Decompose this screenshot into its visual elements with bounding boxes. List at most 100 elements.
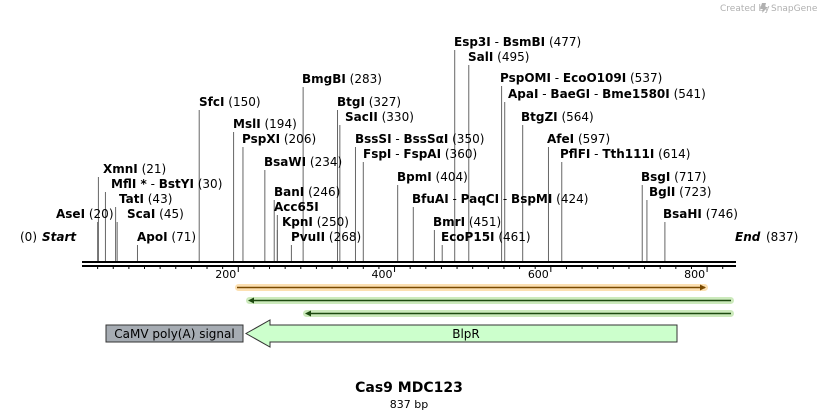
site-label: XmnI (21) [103, 162, 166, 176]
site-sali[interactable]: SalI (495) [468, 50, 529, 261]
site-label: MflI * - BstYI (30) [111, 177, 222, 191]
site-bsssi[interactable]: BssSI - BssSαI (350) [354, 132, 484, 261]
site-name: AfeI [547, 132, 574, 146]
site-bsgi[interactable]: BsgI (717) [641, 170, 706, 261]
site-name: FspI [363, 147, 391, 161]
site-name: BspMI [511, 192, 552, 206]
site-bfuai[interactable]: BfuAI - PaqCI - BspMI (424) [412, 192, 588, 261]
restriction-sites: Esp3I - BsmBI (477)SalI (495) PspOMI - Ec… [56, 35, 738, 261]
site-asei[interactable]: AseI (20) [56, 207, 114, 261]
orf-reverse-1-arrow-icon [248, 297, 254, 304]
site-label: EcoP15I (461) [441, 230, 531, 244]
site-name: BtgI [337, 95, 365, 109]
site-name: SalI [468, 50, 493, 64]
site-mfli[interactable]: MflI * - BstYI (30) [104, 177, 222, 261]
site-label: BsaWI (234) [264, 155, 342, 169]
site-position: (43) [144, 192, 172, 206]
site-label: AseI (20) [56, 207, 114, 221]
site-position: (194) [261, 117, 297, 131]
site-name: ApoI [137, 230, 168, 244]
site-afei[interactable]: AfeI (597) [547, 132, 610, 261]
site-position: (206) [280, 132, 316, 146]
site-label: SalI (495) [468, 50, 529, 64]
site-position: (268) [325, 230, 361, 244]
site-sfci[interactable]: SfcI (150) [198, 95, 261, 261]
site-name: Tth111I [602, 147, 654, 161]
site-name: BmgBI [302, 72, 346, 86]
backbone [82, 261, 736, 267]
site-name: TatI [119, 192, 144, 206]
feature-camv-polya-label: CaMV poly(A) signal [114, 327, 234, 341]
site-bani[interactable]: BanI (246) [273, 185, 340, 261]
site-position: (330) [378, 110, 414, 124]
site-position: (451) [465, 215, 501, 229]
site-label: BfuAI - PaqCI - BspMI (424) [412, 192, 588, 206]
site-pspomi[interactable]: PspOMI - EcoO109I (537) [500, 71, 662, 261]
site-name: SacII [345, 110, 378, 124]
site-position: (327) [365, 95, 401, 109]
site-label: Esp3I - BsmBI (477) [454, 35, 581, 49]
site-position: (564) [558, 110, 594, 124]
credit-prefix: Created by [720, 4, 770, 14]
site-position: (234) [306, 155, 342, 169]
site-position: (717) [670, 170, 706, 184]
site-bgli[interactable]: BglI (723) [646, 185, 711, 261]
site-position: (20) [85, 207, 113, 221]
site-ecop15i[interactable]: EcoP15I (461) [441, 230, 531, 261]
feature-blpr-label: BlpR [452, 327, 480, 341]
snapgene-logo-icon [760, 3, 768, 13]
site-label: ScaI (45) [127, 207, 184, 221]
site-name: BstYI [159, 177, 194, 191]
map-subtitle: 837 bp [390, 398, 428, 411]
feature-blpr[interactable]: BlpR [244, 319, 678, 348]
orf-tracks [235, 284, 734, 317]
feature-camv-polya-box [105, 324, 244, 343]
site-bmri[interactable]: BmrI (451) [433, 215, 501, 261]
site-bsahi[interactable]: BsaHI (746) [663, 207, 738, 261]
start-label: Start [42, 230, 77, 244]
site-fspi[interactable]: FspI - FspAI (360) [362, 147, 477, 261]
site-name: BtgZI [521, 110, 558, 124]
site-position: (404) [432, 170, 468, 184]
site-name: BaeGI [550, 87, 590, 101]
site-pspxi[interactable]: PspXI (206) [242, 132, 316, 261]
site-name: EcoP15I [441, 230, 495, 244]
site-name: Acc65I [274, 200, 319, 214]
site-kpni[interactable]: KpnI (250) [276, 215, 349, 261]
site-label: ApaI - BaeGI - Bme1580I (541) [508, 87, 706, 101]
feature-camv-polya[interactable]: CaMV poly(A) signal [105, 324, 244, 343]
site-pflfi[interactable]: PflFI - Tth111I (614) [560, 147, 690, 261]
start-pos: (0) [20, 230, 37, 244]
site-position: (246) [304, 185, 340, 199]
site-pvuii[interactable]: PvuII (268) [290, 230, 361, 261]
site-name: XmnI [103, 162, 138, 176]
site-name: Bme1580I [602, 87, 670, 101]
site-bsawi[interactable]: BsaWI (234) [264, 155, 342, 261]
site-name: PflFI [560, 147, 590, 161]
site-sacii[interactable]: SacII (330) [339, 110, 414, 261]
site-scai[interactable]: ScaI (45) [116, 207, 184, 261]
site-name: PspOMI [500, 71, 551, 85]
site-label: SacII (330) [345, 110, 414, 124]
site-position: (71) [168, 230, 196, 244]
site-position: (597) [574, 132, 610, 146]
site-name: FspAI [403, 147, 441, 161]
site-bpmi[interactable]: BpmI (404) [397, 170, 468, 261]
site-label: BsgI (717) [641, 170, 706, 184]
site-tati[interactable]: TatI (43) [115, 192, 173, 261]
site-apai[interactable]: ApaI - BaeGI - Bme1580I (541) [504, 87, 706, 261]
site-label: PspXI (206) [242, 132, 316, 146]
site-apoi[interactable]: ApoI (71) [136, 230, 196, 261]
site-bmgbi[interactable]: BmgBI (283) [302, 72, 382, 261]
site-position: (746) [702, 207, 738, 221]
site-position: (495) [493, 50, 529, 64]
site-xmni[interactable]: XmnI (21) [97, 162, 166, 261]
site-position: (541) [670, 87, 706, 101]
site-label: MslI (194) [233, 117, 297, 131]
site-btgzi[interactable]: BtgZI (564) [521, 110, 594, 261]
site-position: (150) [224, 95, 260, 109]
site-btgi[interactable]: BtgI (327) [337, 95, 401, 261]
site-esp3i[interactable]: Esp3I - BsmBI (477) [454, 35, 581, 261]
site-msli[interactable]: MslI (194) [233, 117, 297, 261]
